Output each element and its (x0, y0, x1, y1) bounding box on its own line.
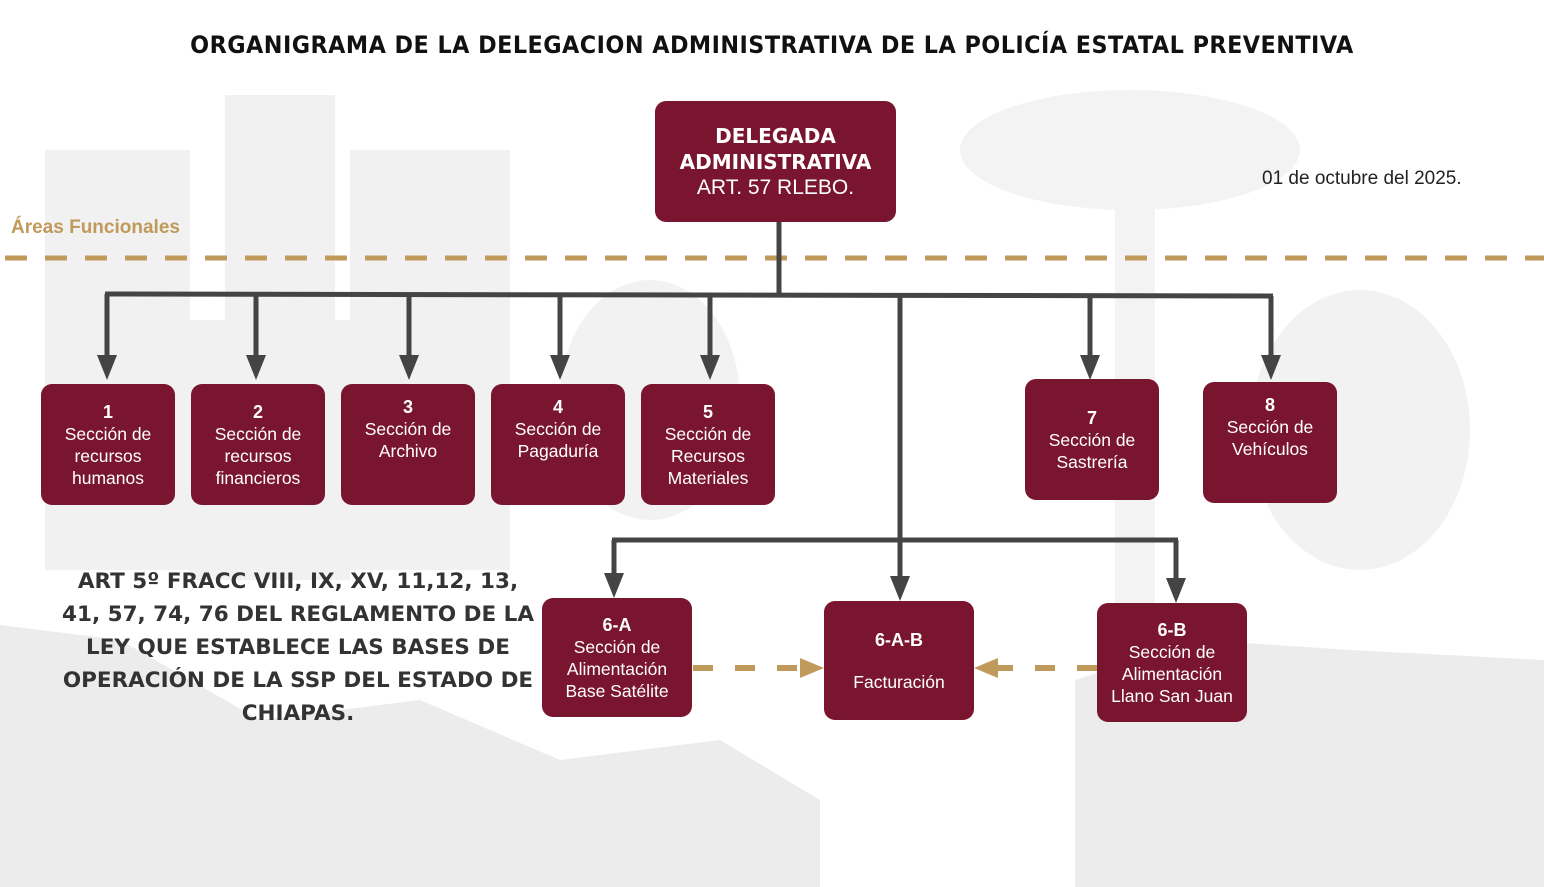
head-line3: ART. 57 RLEBO. (696, 175, 855, 199)
unit-number: 1 (102, 401, 113, 422)
unit-label: Sección de recursos humanos (64, 423, 152, 488)
unit-label: Facturación (853, 671, 945, 692)
unit-label: Sección de Recursos Materiales (664, 423, 752, 488)
unit-label: Sección de Alimentación Llano San Juan (1111, 641, 1233, 706)
unit-number: 6-A (602, 614, 632, 635)
unit-label: Sección de Alimentación Base Satélite (565, 636, 669, 701)
unit-number: 5 (702, 401, 713, 422)
unit-number: 2 (252, 401, 263, 422)
unit-number: 4 (552, 397, 563, 417)
gold-arrowheads (800, 658, 998, 678)
head-line1: DELEGADA (715, 123, 836, 148)
box-unit-6ab[interactable]: 6-A-B Facturación (824, 601, 974, 720)
legal-basis-text: ART 5º FRACC VIII, IX, XV, 11,12, 13, 41… (62, 569, 534, 726)
arrowheads (97, 355, 1281, 603)
unit-label: Sección de Pagaduría (514, 419, 602, 461)
org-connectors (104, 222, 1274, 585)
page-title: ORGANIGRAMA DE LA DELEGACION ADMINISTRAT… (190, 31, 1354, 59)
unit-label: Sección de Vehículos (1226, 417, 1314, 459)
date-label: 01 de octubre del 2025. (1262, 168, 1462, 189)
unit-number: 8 (1264, 395, 1275, 415)
head-line2: ADMINISTRATIVA (679, 149, 872, 174)
unit-number: 6-B (1157, 619, 1187, 640)
unit-label: Sección de Sastrería (1048, 429, 1136, 472)
unit-number: 3 (402, 397, 413, 417)
castle-watermark (45, 95, 510, 580)
unit-number: 6-A-B (875, 629, 923, 650)
areas-funcionales-label: Áreas Funcionales (11, 217, 180, 238)
unit-label: Sección de Archivo (364, 419, 452, 461)
box-delegada-administrativa[interactable]: DELEGADA ADMINISTRATIVA ART. 57 RLEBO. (655, 101, 896, 222)
unit-number: 7 (1086, 407, 1097, 428)
unit-label: Sección de recursos financieros (214, 423, 302, 488)
